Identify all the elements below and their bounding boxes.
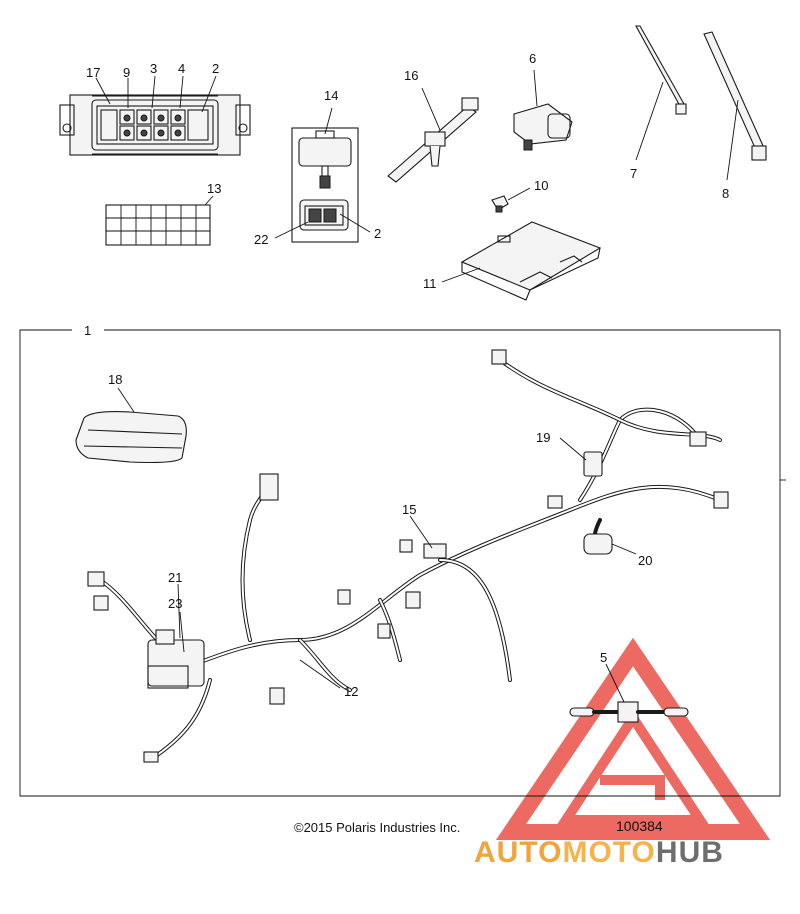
push-rivet (491, 187, 531, 213)
callout-18: 18 (108, 372, 122, 387)
fuse-box-leaders (95, 75, 217, 113)
callout-15: 15 (402, 502, 416, 517)
inline-fuse-holder (569, 663, 689, 723)
watermark-logo (495, 637, 771, 840)
callout-2-fuse-box: 2 (212, 61, 219, 76)
fuse-box-cover (75, 387, 187, 464)
callout-16: 16 (404, 68, 418, 83)
leader-15 (409, 515, 433, 549)
callout-8: 8 (722, 186, 729, 201)
callout-21: 21 (168, 570, 182, 585)
callout-19: 19 (536, 430, 550, 445)
callout-10: 10 (534, 178, 548, 193)
callout-9: 9 (123, 65, 130, 80)
drawing-number: 100384 (616, 818, 663, 834)
callout-23: 23 (168, 596, 182, 611)
callout-3: 3 (150, 61, 157, 76)
harness-sensor (583, 533, 637, 555)
copyright-notice: ©2015 Polaris Industries Inc. (294, 820, 461, 835)
callout-11: 11 (423, 276, 437, 291)
sealed-connector (513, 69, 573, 151)
relay-assembly (274, 107, 371, 243)
fuse-box-top-view (59, 94, 251, 156)
watermark-brand-part3: HUB (655, 836, 724, 869)
callout-5: 5 (600, 650, 607, 665)
mounting-bracket (441, 221, 602, 301)
watermark-brand-text: AUTOMOTOHUB (474, 836, 724, 870)
callout-labels: 17 9 3 4 2 13 14 22 2 16 6 7 8 10 11 1 1… (84, 51, 729, 699)
callout-14: 14 (324, 88, 338, 103)
callout-13: 13 (207, 181, 221, 196)
watermark-brand-part1: AUTO (474, 836, 563, 869)
push-mount-cable-tie (387, 87, 479, 183)
callout-2-relay: 2 (374, 226, 381, 241)
callout-17: 17 (86, 65, 100, 80)
callout-12: 12 (344, 684, 358, 699)
cable-tie-long (703, 31, 767, 181)
callout-4: 4 (178, 61, 185, 76)
watermark-brand-part2: MOTO (562, 836, 656, 869)
leader-12 (299, 659, 341, 689)
fuse-label-decal (105, 195, 214, 246)
callout-20: 20 (638, 553, 652, 568)
harness-fuse-box (147, 583, 205, 689)
callout-7: 7 (630, 166, 637, 181)
cable-tie-short (635, 25, 687, 161)
main-wiring-harness (87, 349, 729, 763)
harness-assembly-frame (19, 329, 786, 797)
harness-relay (559, 437, 603, 477)
callout-1: 1 (84, 323, 91, 338)
callout-22: 22 (254, 232, 268, 247)
callout-6: 6 (529, 51, 536, 66)
